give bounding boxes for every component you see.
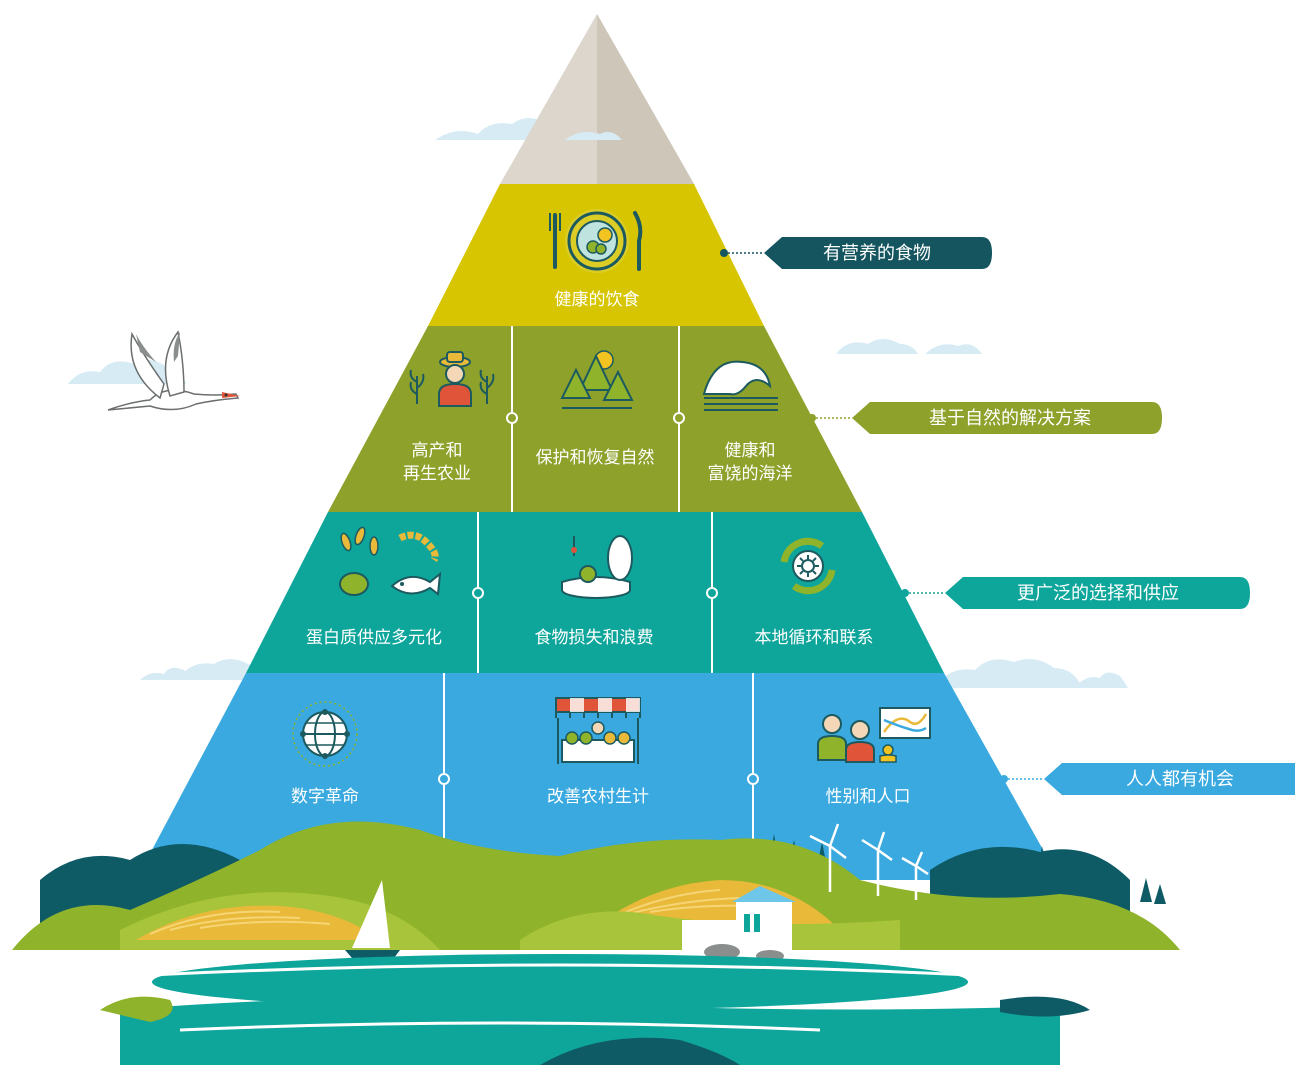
cell-label-local-loops: 本地循环和联系 (755, 628, 874, 648)
tag-wider-choice: 更广泛的选择和供应 (901, 577, 1250, 609)
tag-opportunity-for-all: 人人都有机会 (1000, 763, 1295, 795)
cell-label-healthy-ocean-line2: 富饶的海洋 (708, 464, 793, 484)
cell-label-productive-farming: 高产和 (412, 441, 463, 461)
tier-1-nutritious-food: 健康的饮食 (428, 184, 764, 326)
cell-label-gender-demographics: 性别和人口 (826, 787, 911, 807)
market-stall-icon (555, 697, 641, 764)
tag-label-nature-solutions: 基于自然的解决方案 (929, 408, 1091, 429)
ocean-wave-icon (702, 360, 778, 411)
wind-turbines (809, 823, 929, 900)
cell-label-digital-revolution: 数字革命 (291, 787, 359, 807)
farmhouse-icon (682, 886, 796, 962)
cell-label-productive-farming-line2: 再生农业 (403, 464, 471, 484)
mountain-peak (500, 14, 694, 184)
tag-label-wider-choice: 更广泛的选择和供应 (1017, 583, 1179, 604)
family-chart-icon (817, 707, 931, 763)
globe-network-icon (292, 701, 358, 767)
tier-2-nature-based-solutions: 高产和 再生农业 保护和恢复自然 健康和 富饶的海洋 (328, 326, 862, 512)
tag-label-opportunity-for-all: 人人都有机会 (1126, 769, 1234, 790)
circular-gear-icon (780, 537, 836, 595)
forest-trees-icon (560, 350, 634, 409)
tree-row (770, 834, 1166, 904)
cell-label-protect-nature: 保护和恢复自然 (536, 448, 655, 468)
landscape (12, 821, 1180, 1065)
cell-label-diverse-protein: 蛋白质供应多元化 (306, 628, 442, 648)
cell-label-rural-livelihoods: 改善农村生计 (547, 787, 649, 807)
tag-nutritious-food: 有营养的食物 (720, 237, 992, 269)
plate-fork-knife-icon (549, 209, 643, 273)
sailboat-icon (345, 880, 400, 958)
tag-nature-solutions: 基于自然的解决方案 (808, 402, 1162, 434)
seeds-fish-icon (339, 526, 442, 596)
food-waste-bin-icon (561, 535, 633, 599)
tag-label-nutritious-food: 有营养的食物 (823, 243, 931, 264)
cloud-right-upper (836, 339, 982, 354)
farmer-crops-icon (409, 351, 495, 407)
cloud-right-lower (935, 659, 1128, 688)
crane-bird-icon (107, 330, 240, 411)
cell-label-healthy-diet: 健康的饮食 (555, 290, 640, 310)
cell-label-healthy-ocean: 健康和 (725, 441, 776, 461)
cell-label-food-loss-waste: 食物损失和浪费 (535, 628, 654, 648)
tier-3-wider-choice-supply: 蛋白质供应多元化 食物损失和浪费 本地循环和联系 (246, 512, 944, 673)
